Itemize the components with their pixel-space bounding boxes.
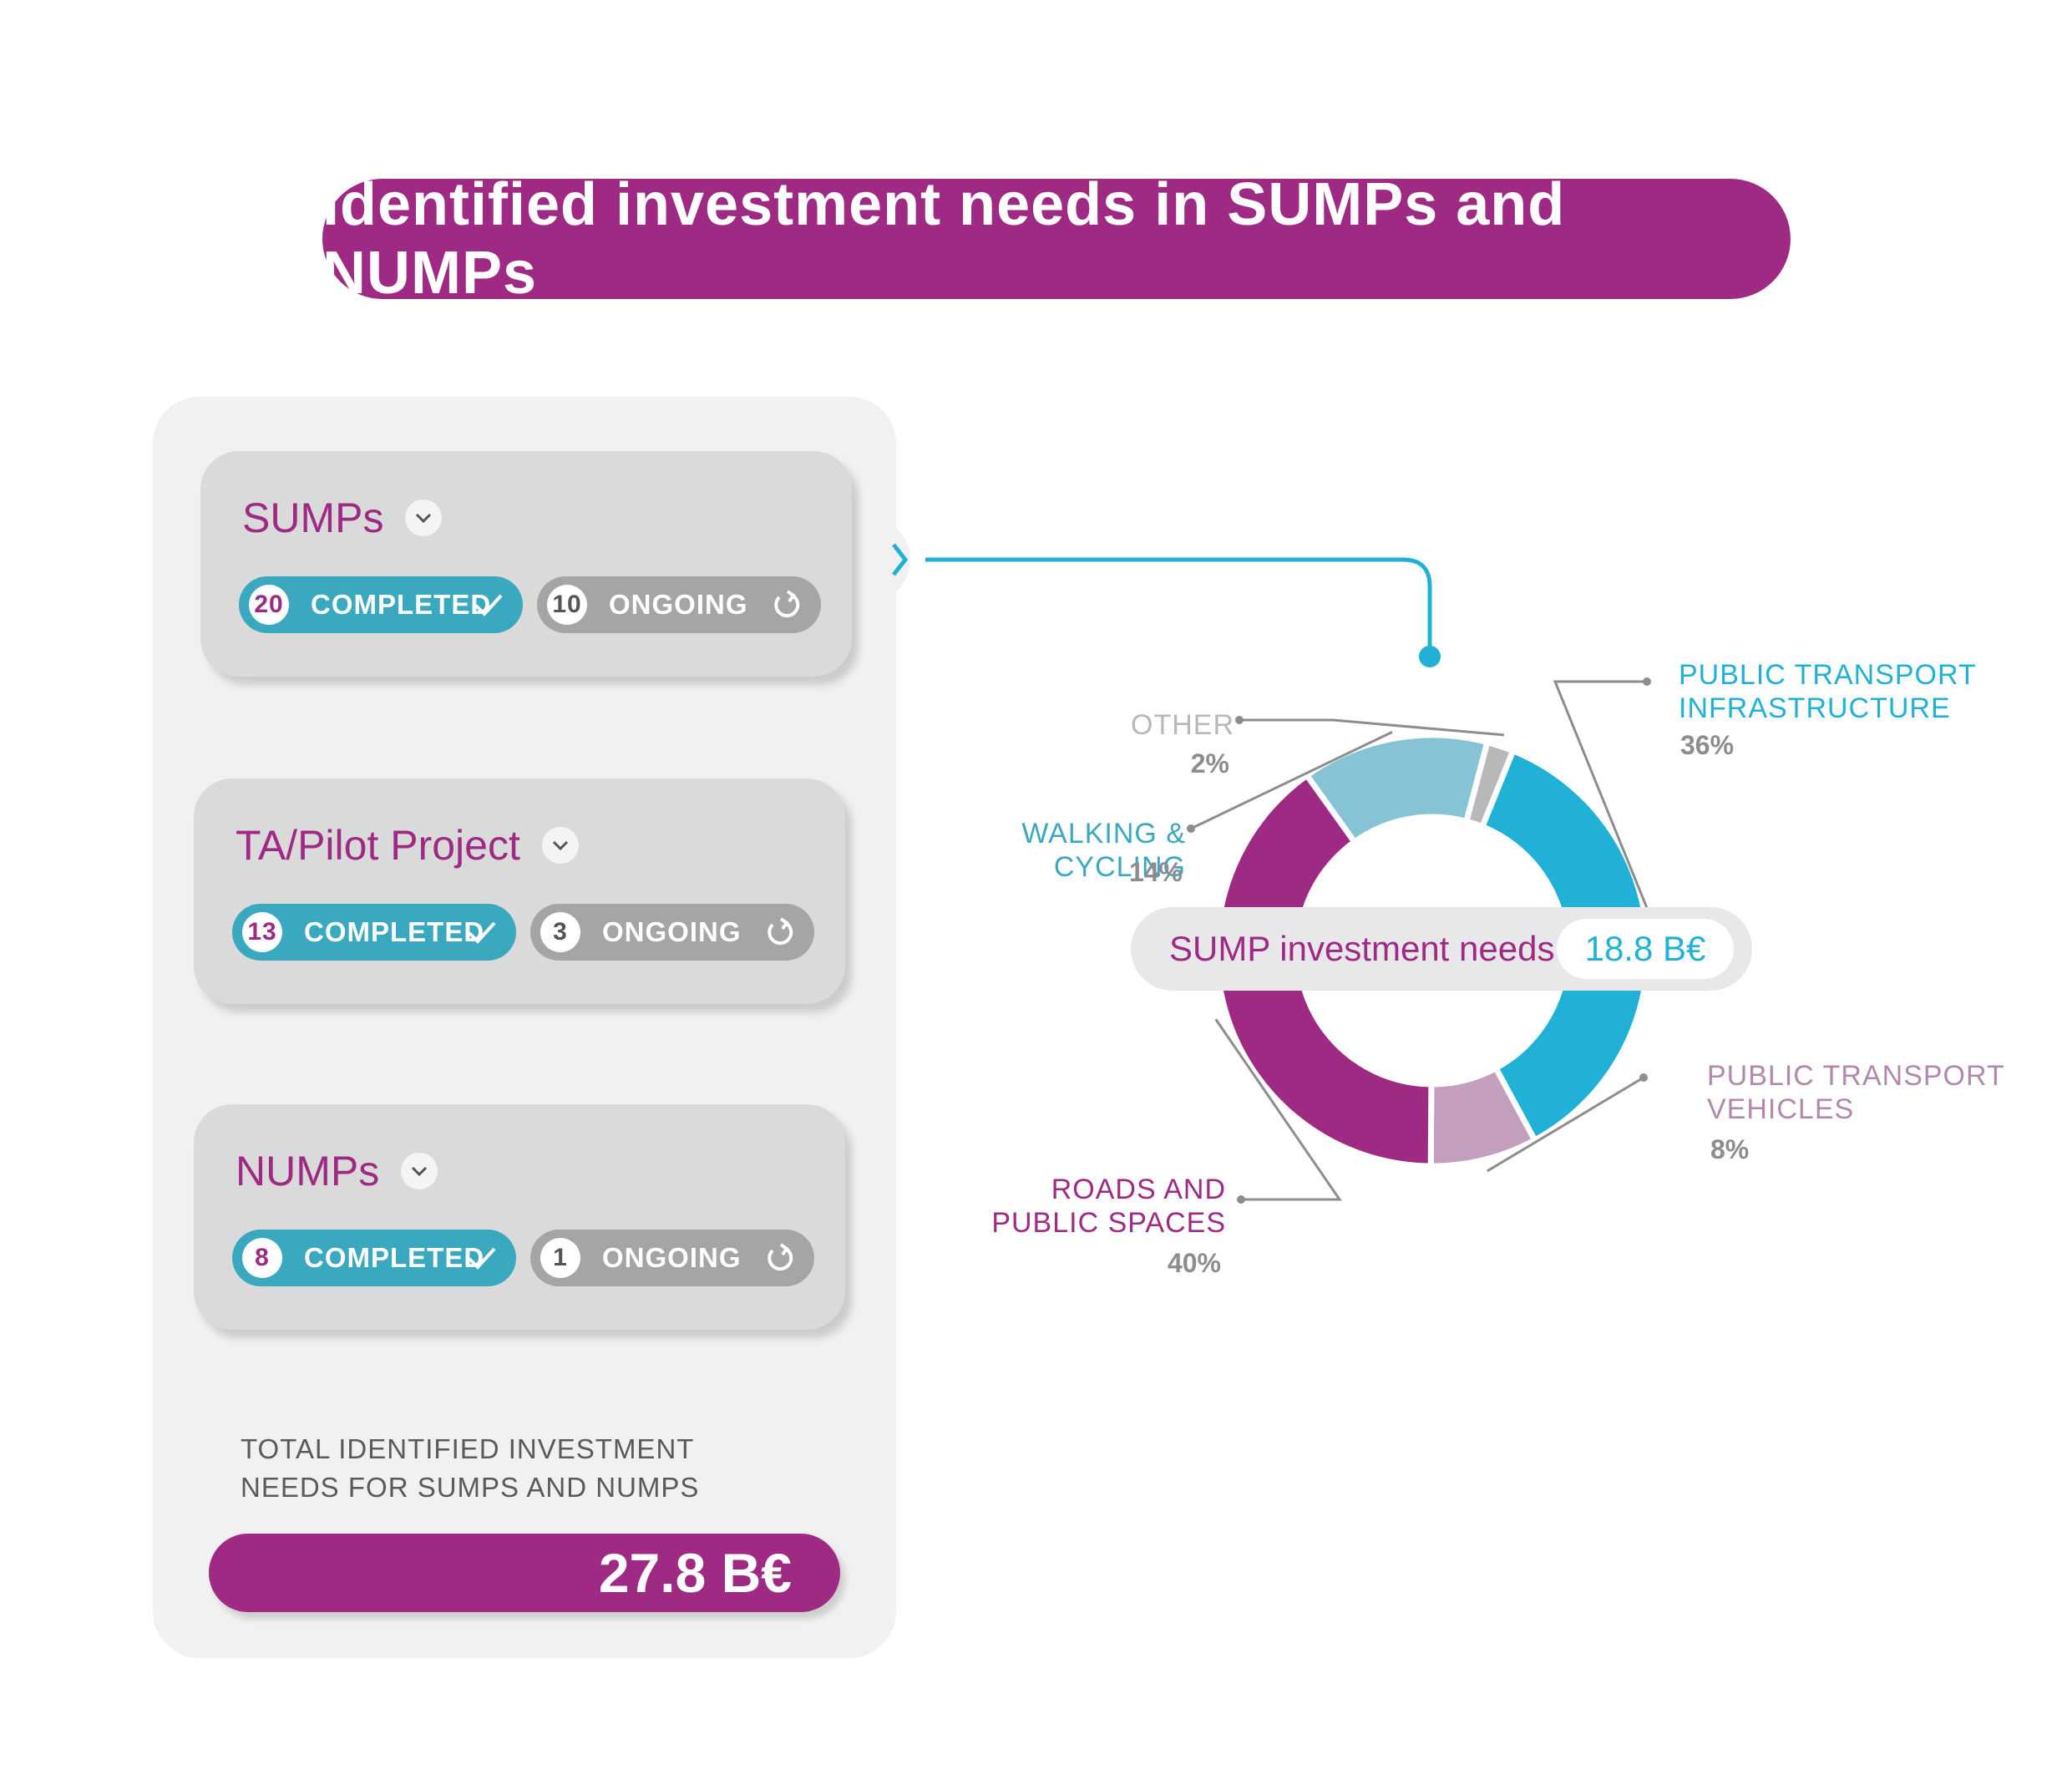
card-sumps: SUMPs 20 COMPLETED 10 ONGOING — [200, 451, 852, 677]
total-label: TOTAL IDENTIFIED INVESTMENT NEEDS FOR SU… — [241, 1430, 758, 1507]
leader-dot — [1187, 824, 1195, 833]
card-numps: NUMPs 8 COMPLETED 1 ONGOING — [194, 1104, 845, 1330]
completed-count: 8 — [242, 1238, 282, 1278]
leader-dot — [1237, 1195, 1245, 1204]
leader-dot — [1235, 716, 1244, 724]
total-label-line2: NEEDS FOR SUMPS AND NUMPS — [241, 1472, 700, 1503]
center-value: 18.8 B€ — [1557, 919, 1734, 979]
check-icon — [468, 1247, 496, 1270]
slice-percent-roads-and-public-spaces: 40% — [1167, 1248, 1221, 1278]
completed-label: COMPLETED — [304, 916, 485, 947]
ongoing-badge[interactable]: 3 ONGOING — [530, 904, 814, 961]
completed-badge[interactable]: 8 COMPLETED — [232, 1230, 516, 1286]
chevron-down-icon[interactable] — [405, 500, 443, 536]
leader-dot — [1643, 677, 1651, 686]
slice-label-other: OTHER — [1131, 709, 1234, 741]
center-label: SUMP investment needs — [1169, 929, 1555, 968]
donut-slice — [1427, 1063, 1539, 1169]
donut-slice — [1462, 738, 1517, 831]
ongoing-count: 10 — [547, 585, 587, 625]
slice-percent-public-transport-infrastructure: 36% — [1680, 730, 1735, 760]
ongoing-badge[interactable]: 1 ONGOING — [530, 1230, 814, 1286]
total-label-line1: TOTAL IDENTIFIED INVESTMENT — [241, 1433, 695, 1464]
ongoing-count: 3 — [540, 912, 580, 952]
completed-badge[interactable]: 13 COMPLETED — [232, 904, 516, 961]
card-title: SUMPs — [242, 494, 384, 541]
slice-label-walking-cycling: WALKING & CYCLING — [1021, 818, 1186, 883]
check-icon — [474, 594, 503, 616]
leader-line — [1487, 1076, 1644, 1173]
donut-slice — [1302, 732, 1492, 846]
chevron-down-icon[interactable] — [401, 1153, 438, 1189]
leader-line — [1214, 1018, 1342, 1201]
completed-label: COMPLETED — [311, 589, 492, 620]
ongoing-label: ONGOING — [602, 916, 742, 947]
connector-line — [925, 557, 1432, 653]
slice-percent-public-transport-vehicles: 8% — [1710, 1134, 1750, 1164]
slice-percent-other: 2% — [1190, 748, 1229, 778]
ongoing-label: ONGOING — [609, 589, 748, 620]
total-value: 27.8 B€ — [598, 1542, 792, 1604]
completed-badge[interactable]: 20 COMPLETED — [239, 576, 523, 633]
completed-count: 13 — [242, 912, 282, 952]
card-title: TA/Pilot Project — [236, 822, 520, 869]
leader-line — [1239, 718, 1504, 737]
check-icon — [468, 921, 496, 944]
slice-percent-walking-cycling: 14% — [1128, 857, 1183, 887]
ongoing-count: 1 — [540, 1238, 580, 1278]
connector-dot — [1419, 646, 1441, 667]
center-summary: SUMP investment needs 18.8 B€ — [1131, 907, 1752, 991]
refresh-icon — [768, 1243, 793, 1271]
refresh-icon — [768, 917, 793, 946]
refresh-icon — [774, 590, 800, 618]
completed-label: COMPLETED — [304, 1242, 485, 1273]
chevron-down-icon[interactable] — [541, 827, 579, 864]
leader-line — [1190, 731, 1393, 830]
leader-line — [1553, 680, 1660, 939]
slice-label-public-transport-vehicles: PUBLIC TRANSPORT VEHICLES — [1707, 1060, 2005, 1125]
ongoing-label: ONGOING — [602, 1242, 742, 1273]
ongoing-badge[interactable]: 10 ONGOING — [537, 576, 821, 633]
slice-label-public-transport-infrastructure: PUBLIC TRANSPORT INFRASTRUCTURE — [1679, 659, 1977, 724]
total-value-bar: 27.8 B€ — [209, 1534, 840, 1612]
leader-dot — [1639, 1073, 1648, 1082]
card-title: NUMPs — [236, 1148, 380, 1194]
slice-label-roads-and-public-spaces: ROADS AND PUBLIC SPACES — [991, 1174, 1226, 1239]
card-ta-pilot: TA/Pilot Project 13 COMPLETED 3 ONGOING — [194, 778, 845, 1004]
completed-count: 20 — [249, 585, 289, 625]
page-title: Identified investment needs in SUMPs and… — [322, 171, 1791, 307]
